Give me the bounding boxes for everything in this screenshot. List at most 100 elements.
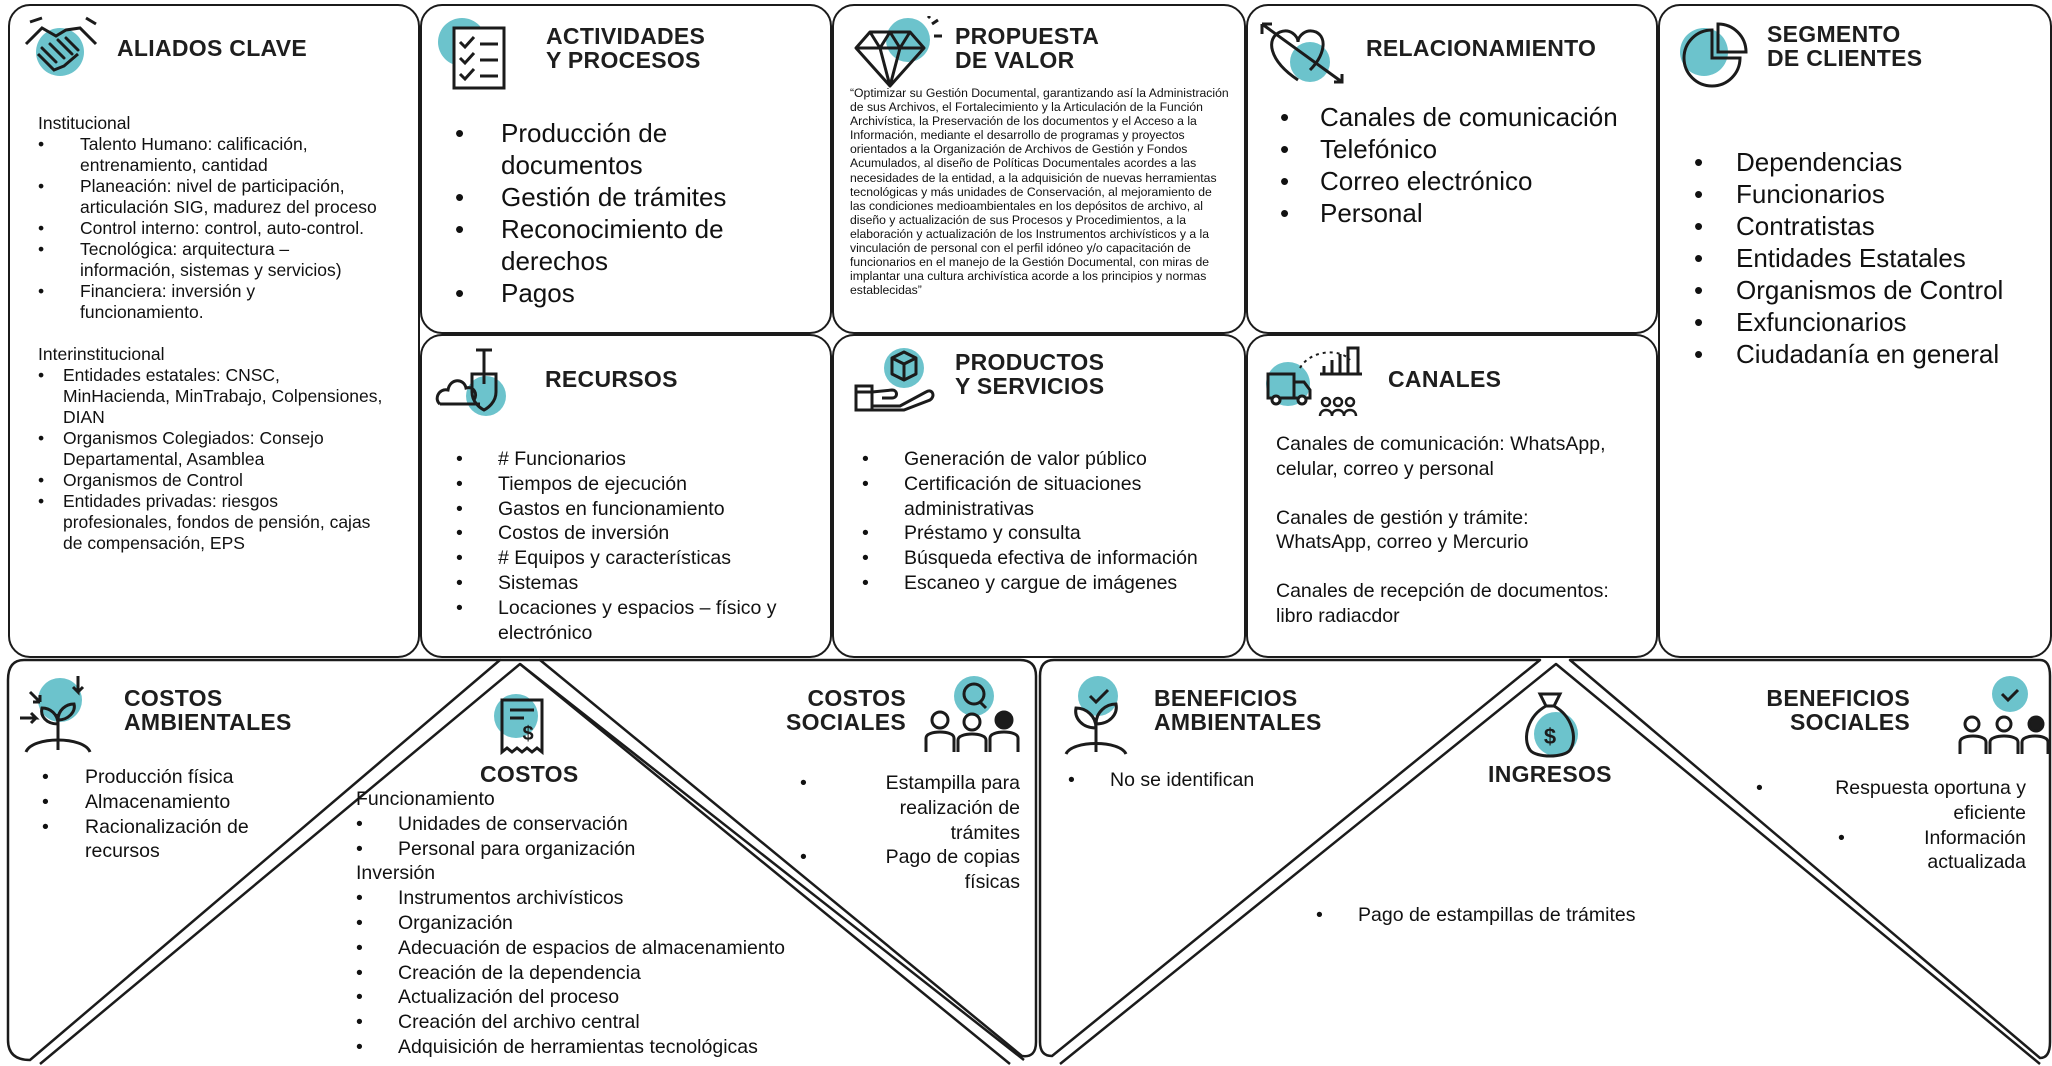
- list-item: Personal para organización: [356, 837, 876, 862]
- productos-title-line2: Y SERVICIOS: [955, 373, 1105, 400]
- beneficios-ambientales-title-line1: BENEFICIOS: [1154, 685, 1298, 711]
- list-item: Locaciones y espacios – físico y electró…: [456, 596, 796, 646]
- relacionamiento-list: Canales de comunicación Telefónico Corre…: [1280, 101, 1620, 229]
- costos-sociales-list: Estampilla para realización de trámites …: [800, 771, 1020, 895]
- actividades-title-line1: ACTIVIDADES: [546, 23, 706, 49]
- costos-ambientales-title-line1: COSTOS: [124, 685, 223, 711]
- list-item: Exfuncionarios: [1694, 306, 2014, 338]
- list-item: Personal: [1280, 197, 1620, 229]
- actividades-list: Producción de documentos Gestión de trám…: [455, 117, 795, 309]
- list-item: # Equipos y características: [456, 546, 796, 571]
- segmento-title: SEGMENTO DE CLIENTES: [1767, 22, 1922, 70]
- canales-title: CANALES: [1388, 366, 1502, 392]
- list-item: Gestión de trámites: [455, 181, 795, 213]
- canales-paragraph-2: Canales de gestión y trámite: WhatsApp, …: [1276, 506, 1529, 554]
- actividades-title-line2: Y PROCESOS: [546, 47, 701, 74]
- costos-sociales-title: COSTOS SOCIALES: [780, 686, 906, 734]
- list-item: Reconocimiento de derechos: [455, 213, 795, 277]
- propuesta-title: PROPUESTA DE VALOR: [955, 24, 1099, 72]
- costos-list-1: Unidades de conservación Personal para o…: [356, 812, 876, 862]
- ingresos-list: Pago de estampillas de trámites: [1316, 903, 1716, 928]
- costos-sociales-title-line1: COSTOS: [807, 685, 906, 711]
- beneficios-sociales-list: Respuesta oportuna y eficiente Informaci…: [1756, 776, 2026, 875]
- costos-ambientales-list: Producción física Almacenamiento Raciona…: [42, 765, 302, 864]
- productos-list: Generación de valor público Certificació…: [862, 447, 1222, 596]
- list-item: Estampilla para realización de trámites: [800, 771, 1020, 845]
- list-item: Planeación: nivel de participación, arti…: [38, 176, 383, 218]
- costos-list-2: Instrumentos archivísticos Organización …: [356, 886, 876, 1060]
- list-item: Telefónico: [1280, 133, 1620, 165]
- hand-box-icon: [854, 348, 935, 412]
- productos-title-line1: PRODUCTOS: [955, 349, 1105, 375]
- ingresos-title: INGRESOS: [1488, 761, 1612, 787]
- list-item: # Funcionarios: [456, 447, 796, 472]
- list-item: Creación de la dependencia: [356, 961, 876, 986]
- canales-content: Canales de comunicación: WhatsApp, celul…: [1276, 432, 1616, 629]
- list-item: Control interno: control, auto-control.: [38, 218, 383, 239]
- list-item: Pago de copias físicas: [800, 845, 1020, 895]
- recursos-list: # Funcionarios Tiempos de ejecución Gast…: [456, 447, 796, 645]
- aliados-list-2: Entidades estatales: CNSC, MinHacienda, …: [38, 365, 383, 554]
- list-item: Instrumentos archivísticos: [356, 886, 876, 911]
- costos-title: COSTOS: [480, 761, 579, 787]
- list-item: Talento Humano: calificación, entrenamie…: [38, 134, 383, 176]
- plant-check-icon: [1064, 676, 1128, 755]
- list-item: Correo electrónico: [1280, 165, 1620, 197]
- segmento-title-line2: DE CLIENTES: [1767, 45, 1923, 72]
- list-item: Tiempos de ejecución: [456, 472, 796, 497]
- propuesta-text: “Optimizar su Gestión Documental, garant…: [850, 86, 1229, 298]
- list-item: Organización: [356, 911, 876, 936]
- list-item: Ciudadanía en general: [1694, 338, 2014, 370]
- aliados-content: Institucional Talento Humano: calificaci…: [38, 113, 383, 554]
- list-item: Entidades privadas: riesgos profesionale…: [38, 491, 383, 554]
- list-item: Escaneo y cargue de imágenes: [862, 571, 1222, 596]
- list-item: Almacenamiento: [42, 790, 302, 815]
- beneficios-sociales-title: BENEFICIOS SOCIALES: [1760, 686, 1910, 734]
- list-item: Organismos Colegiados: Consejo Departame…: [38, 428, 383, 470]
- list-item: Organismos de Control: [38, 470, 383, 491]
- svg-text:$: $: [522, 723, 533, 745]
- list-item: Costos de inversión: [456, 521, 796, 546]
- list-item: Canales de comunicación: [1280, 101, 1620, 133]
- svg-text:$: $: [1544, 724, 1556, 749]
- list-item: Unidades de conservación: [356, 812, 876, 837]
- list-item: No se identifican: [1068, 768, 1328, 793]
- aliados-section-interinstitucional: Interinstitucional: [38, 344, 165, 364]
- list-item: Racionalización de recursos: [42, 815, 302, 865]
- canales-box: [1246, 334, 1658, 658]
- relacionamiento-title: RELACIONAMIENTO: [1366, 35, 1597, 61]
- list-item: Entidades Estatales: [1694, 242, 2014, 274]
- list-item: Entidades estatales: CNSC, MinHacienda, …: [38, 365, 383, 428]
- beneficios-ambientales-title-line2: AMBIENTALES: [1154, 709, 1322, 736]
- costos-section-inversion: Inversión: [356, 862, 436, 885]
- money-bag-icon: $: [1525, 692, 1578, 758]
- list-item: Actualización del proceso: [356, 985, 876, 1010]
- list-item: Préstamo y consulta: [862, 521, 1222, 546]
- productos-title: PRODUCTOS Y SERVICIOS: [955, 350, 1104, 398]
- list-item: Creación del archivo central: [356, 1010, 876, 1035]
- list-item: Adquisición de herramientas tecnológicas: [356, 1035, 876, 1060]
- list-item: Sistemas: [456, 571, 796, 596]
- beneficios-sociales-title-line2: SOCIALES: [1790, 709, 1910, 736]
- beneficios-sociales-title-line1: BENEFICIOS: [1766, 685, 1910, 711]
- list-item: Gastos en funcionamiento: [456, 497, 796, 522]
- people-search-icon: [924, 676, 1020, 752]
- aliados-section-institucional: Institucional: [38, 113, 131, 133]
- diamond-icon: [854, 16, 942, 88]
- costos-ambientales-title-line2: AMBIENTALES: [124, 709, 292, 736]
- checklist-icon: [438, 18, 506, 90]
- segmento-title-line1: SEGMENTO: [1767, 21, 1901, 47]
- segmento-list: Dependencias Funcionarios Contratistas E…: [1694, 146, 2014, 370]
- delivery-truck-icon: [1266, 346, 1362, 417]
- people-check-icon: [1958, 676, 2050, 754]
- list-item: Contratistas: [1694, 210, 2014, 242]
- receipt-icon: $: [494, 694, 544, 756]
- list-item: Certificación de situaciones administrat…: [862, 472, 1222, 522]
- costos-sociales-title-line2: SOCIALES: [786, 709, 906, 736]
- beneficios-ambientales-title: BENEFICIOS AMBIENTALES: [1154, 686, 1322, 734]
- list-item: Financiera: inversión y funcionamiento.: [38, 281, 383, 323]
- propuesta-title-line2: DE VALOR: [955, 47, 1075, 74]
- list-item: Pago de estampillas de trámites: [1316, 903, 1716, 928]
- costos-content: Funcionamiento Unidades de conservación …: [356, 787, 876, 1060]
- list-item: Tecnológica: arquitectura – información,…: [38, 239, 383, 281]
